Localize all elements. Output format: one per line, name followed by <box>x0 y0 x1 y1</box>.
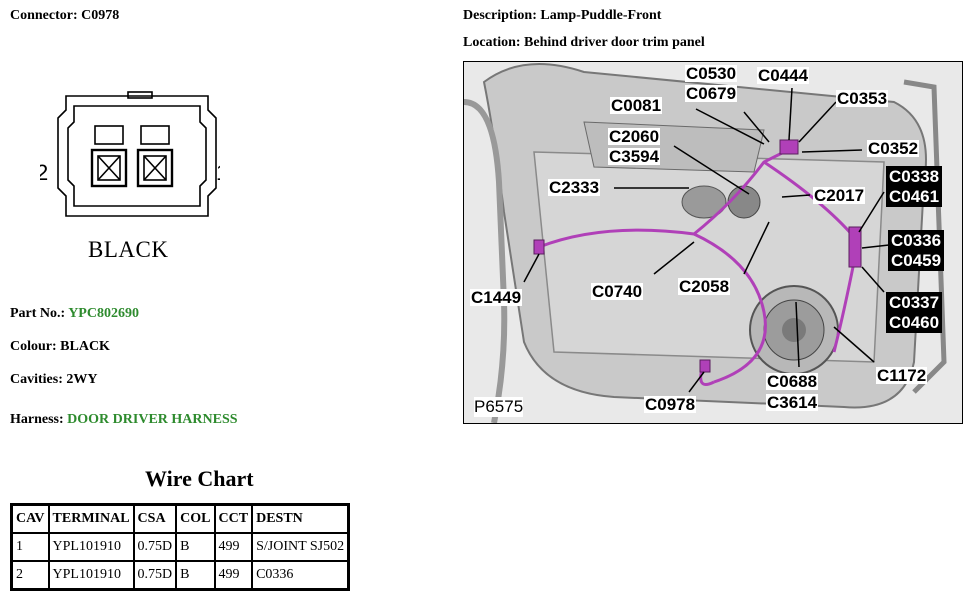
cell-cav: 2 <box>10 560 50 591</box>
table-row: 1 YPL101910 0.75D B 499 S/JOINT SJ502 <box>10 532 350 562</box>
col-cct: CCT <box>213 503 254 534</box>
location-photo: C0530 C0444 C0679 C0081 C0353 C2060 C359… <box>463 61 963 424</box>
cell-destn: C0336 <box>251 560 350 591</box>
cell-cct: 499 <box>213 532 254 562</box>
callout-c0459: C0459 <box>888 250 945 271</box>
callout-c2017: C2017 <box>813 186 866 205</box>
callout-c2058: C2058 <box>678 277 731 296</box>
cell-col: B <box>175 560 216 591</box>
table-row: 2 YPL101910 0.75D B 499 C0336 <box>10 560 350 591</box>
callout-c2333: C2333 <box>548 178 601 197</box>
callout-c0337: C0337 <box>886 292 943 313</box>
callout-c0679: C0679 <box>685 84 738 103</box>
callout-c1172: C1172 <box>876 366 928 385</box>
connector-label: Connector: C0978 <box>10 8 120 23</box>
cell-terminal: YPL101910 <box>47 532 135 562</box>
col-cav: CAV <box>10 503 50 534</box>
part-no-value: YPC802690 <box>68 306 139 321</box>
callout-c0978: C0978 <box>644 395 697 414</box>
callout-c0460: C0460 <box>886 312 943 333</box>
callout-c0530: C0530 <box>685 64 738 83</box>
wire-chart-title: Wire Chart <box>145 466 254 491</box>
callout-c1449: C1449 <box>470 288 523 307</box>
connector-colour-label: BLACK <box>88 237 169 262</box>
connector-face-diagram: 2 1 <box>40 91 220 217</box>
harness-row: Harness: DOOR DRIVER HARNESS <box>10 412 238 428</box>
col-destn: DESTN <box>251 503 350 534</box>
wire-chart-table: CAV TERMINAL CSA COL CCT DESTN 1 YPL1019… <box>10 503 351 591</box>
colour-row: Colour: BLACK <box>10 339 110 354</box>
wire-chart-header-row: CAV TERMINAL CSA COL CCT DESTN <box>10 503 350 534</box>
callout-c0444: C0444 <box>757 66 810 85</box>
location-label: Location: Behind driver door trim panel <box>463 35 705 50</box>
callout-c3594: C3594 <box>608 147 661 166</box>
cell-col: B <box>175 532 216 562</box>
cell-csa: 0.75D <box>132 532 178 562</box>
description-label: Description: Lamp-Puddle-Front <box>463 8 662 23</box>
harness-value: DOOR DRIVER HARNESS <box>67 412 238 427</box>
part-no-row: Part No.: YPC802690 <box>10 306 139 322</box>
cell-destn: S/JOINT SJ502 <box>251 532 350 562</box>
col-terminal: TERMINAL <box>47 503 135 534</box>
col-col: COL <box>175 503 216 534</box>
callout-c0353: C0353 <box>836 89 889 108</box>
callout-c2060: C2060 <box>608 127 661 146</box>
figure-reference: P6575 <box>474 397 524 417</box>
cell-cct: 499 <box>213 560 254 591</box>
callout-c0336: C0336 <box>888 230 945 251</box>
callout-c0688: C0688 <box>766 372 819 391</box>
callout-c0740: C0740 <box>591 282 644 301</box>
callout-c0352: C0352 <box>867 139 920 158</box>
callout-c0081: C0081 <box>610 96 663 115</box>
harness-key: Harness: <box>10 412 68 427</box>
cell-cav: 1 <box>10 532 50 562</box>
cell-csa: 0.75D <box>132 560 178 591</box>
pin-1-label: 1 <box>216 160 220 185</box>
door-illustration <box>464 62 962 423</box>
callout-c0461: C0461 <box>886 186 943 207</box>
callout-c3614: C3614 <box>766 393 819 412</box>
pin-2-label: 2 <box>40 160 48 185</box>
part-no-key: Part No.: <box>10 306 69 321</box>
cell-terminal: YPL101910 <box>47 560 135 591</box>
col-csa: CSA <box>132 503 178 534</box>
callout-c0338: C0338 <box>886 166 943 187</box>
cavities-row: Cavities: 2WY <box>10 372 98 387</box>
